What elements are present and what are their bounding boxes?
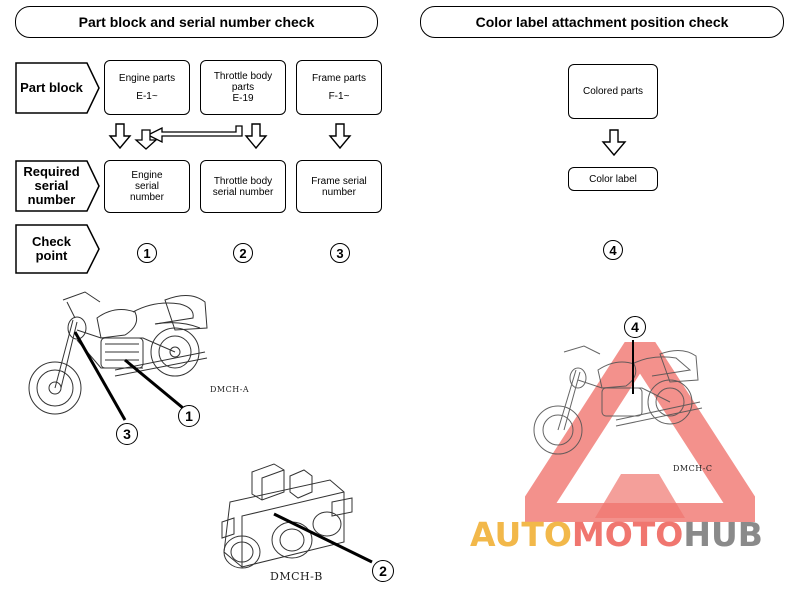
block-engine-name: Engine parts xyxy=(118,73,176,84)
watermark-moto: MOTO xyxy=(571,515,684,554)
flow-arrows-left xyxy=(108,123,352,150)
block-throttle-code: E-19 xyxy=(232,93,254,104)
tag-check-line2: point xyxy=(35,248,68,263)
block-frame-code: F-1~ xyxy=(328,91,350,102)
serial-frame: Frame serial number xyxy=(296,160,382,213)
block-frame-name: Frame parts xyxy=(312,73,366,84)
left-panel-header: Part block and serial number check xyxy=(15,6,378,38)
checkpoint-4: 4 xyxy=(603,240,623,260)
tag-check-point: Check point xyxy=(15,224,100,274)
right-panel-header: Color label attachment position check xyxy=(420,6,784,38)
tag-check-point-label: Check point xyxy=(32,235,71,263)
leader-line-1 xyxy=(124,358,184,410)
leader-line-3 xyxy=(73,331,127,421)
tag-arrow-shape xyxy=(15,224,100,274)
motorcycle-figure-label: DMCH-A xyxy=(210,385,250,394)
right-motorcycle-illustration xyxy=(533,340,703,455)
tag-check-line1: Check xyxy=(31,234,72,249)
tag-part-block-label: Part block xyxy=(20,80,83,95)
throttle-figure-label: DMCH-B xyxy=(270,570,323,583)
callout-1: 1 xyxy=(178,405,200,427)
block-throttle-name: Throttle body parts xyxy=(213,71,273,93)
block-frame-parts: Frame parts F-1~ xyxy=(296,60,382,115)
tag-arrow-shape xyxy=(15,62,100,114)
tag-arrow-shape xyxy=(15,160,100,212)
watermark-triangle xyxy=(525,342,755,522)
watermark-hub: HUB xyxy=(683,515,763,554)
right-figure-label: DMCH-C xyxy=(673,464,713,473)
down-arrow-colored xyxy=(601,129,627,157)
down-arrow-engine xyxy=(108,123,132,150)
tag-part-block: Part block xyxy=(15,62,100,114)
colored-parts-box: Colored parts xyxy=(568,64,658,119)
tag-required-line1: Required xyxy=(23,164,80,179)
checkpoint-3: 3 xyxy=(330,243,350,263)
callout-2: 2 xyxy=(372,560,394,582)
motorcycle-illustration xyxy=(28,291,208,421)
down-arrow-frame xyxy=(328,123,352,150)
block-engine-parts: Engine parts E-1~ xyxy=(104,60,190,115)
tag-required-line2: serial xyxy=(34,178,69,193)
block-engine-code: E-1~ xyxy=(136,91,158,102)
watermark-text: AUTOMOTOHUB xyxy=(470,515,763,554)
throttle-body-illustration xyxy=(221,463,373,569)
serial-throttle: Throttle body serial number xyxy=(200,160,286,213)
tag-required-serial-label: Required serial number xyxy=(23,165,79,207)
checkpoint-1: 1 xyxy=(137,243,157,263)
block-throttle-parts: Throttle body parts E-19 xyxy=(200,60,286,115)
checkpoint-2: 2 xyxy=(233,243,253,263)
callout-4: 4 xyxy=(624,316,646,338)
down-arrow-throttle xyxy=(244,123,268,150)
color-label-box: Color label xyxy=(568,167,658,191)
tag-required-serial: Required serial number xyxy=(15,160,100,212)
watermark-auto: AUTO xyxy=(470,515,572,554)
serial-engine: Engine serial number xyxy=(104,160,190,213)
callout-3: 3 xyxy=(116,423,138,445)
leader-line-2 xyxy=(273,512,373,564)
bent-arrow-throttle-to-engine xyxy=(134,125,243,150)
tag-required-line3: number xyxy=(27,192,76,207)
